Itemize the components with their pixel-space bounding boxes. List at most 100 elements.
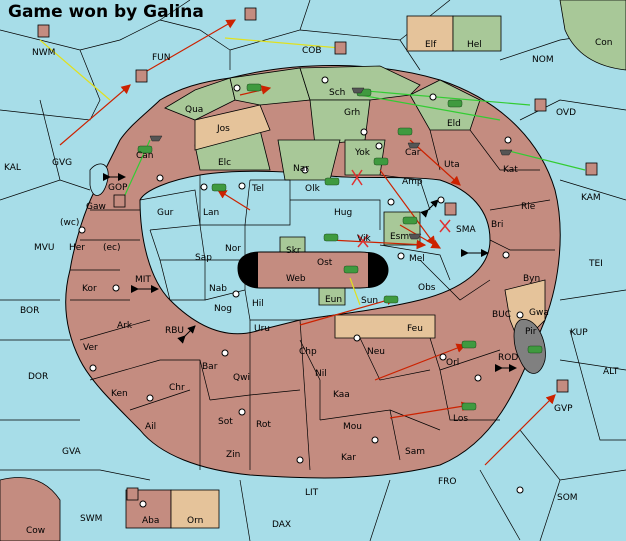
game-result-title: Game won by Galina bbox=[8, 2, 204, 22]
land-label: Chr bbox=[169, 383, 185, 393]
sea-label: NOM bbox=[532, 55, 554, 65]
army-icon bbox=[402, 216, 418, 225]
land-label: Lan bbox=[203, 208, 219, 218]
land-label: Orn bbox=[187, 516, 203, 526]
sea-label: RBU bbox=[165, 326, 184, 336]
land-label: Sap bbox=[195, 253, 212, 263]
army-icon bbox=[461, 340, 477, 349]
sea-label: LIT bbox=[305, 488, 319, 498]
connection-arrows bbox=[103, 173, 517, 372]
dislodged-marks bbox=[351, 169, 451, 248]
fleet-icon bbox=[407, 142, 421, 149]
land-label: Rie bbox=[521, 202, 536, 212]
land-label: SMA bbox=[456, 225, 476, 235]
land-label: Hil bbox=[252, 299, 264, 309]
fleet-units bbox=[149, 87, 513, 240]
retreat-box bbox=[534, 98, 547, 112]
land-label: Orl bbox=[446, 358, 459, 368]
land-label: Chp bbox=[299, 347, 317, 357]
land-label: Gwa bbox=[529, 308, 549, 318]
sea-label: NWM bbox=[32, 48, 55, 58]
land-label: Kor bbox=[82, 284, 97, 294]
retreat-box bbox=[37, 24, 50, 38]
support-orders bbox=[124, 89, 586, 196]
army-icon bbox=[397, 127, 413, 136]
land-label: Con bbox=[595, 38, 613, 48]
land-label: Uta bbox=[444, 160, 460, 170]
capsule-left-end bbox=[238, 252, 258, 288]
supply-centers bbox=[78, 76, 524, 508]
land-label: (wc) bbox=[60, 218, 79, 228]
land-label: Her bbox=[69, 243, 85, 253]
sea-label: BUC bbox=[492, 310, 511, 320]
sea-label: GVG bbox=[52, 158, 72, 168]
land-label: Skr bbox=[286, 246, 301, 256]
land-label: Pir bbox=[525, 327, 537, 337]
sea-label: FRO bbox=[438, 477, 457, 487]
land-label: Kaa bbox=[333, 390, 350, 400]
territory-cow bbox=[0, 477, 61, 541]
land-label: Qwi bbox=[233, 373, 250, 383]
land-label: Nar bbox=[293, 164, 309, 174]
sea-label: DAX bbox=[272, 520, 291, 530]
sea-label: ALT bbox=[603, 367, 619, 377]
sea-label: KAM bbox=[581, 193, 601, 203]
land-label: Kat bbox=[503, 165, 518, 175]
land-label: Eun bbox=[325, 295, 342, 305]
army-icon bbox=[527, 345, 543, 354]
land-label: Sun bbox=[361, 296, 378, 306]
army-icon bbox=[246, 83, 262, 92]
army-icon bbox=[211, 183, 227, 192]
retreat-box bbox=[113, 194, 126, 208]
sea-label: FUN bbox=[152, 53, 171, 63]
sea-label: KUP bbox=[570, 328, 588, 338]
sea-label: MVU bbox=[34, 243, 55, 253]
land-label: Mel bbox=[409, 254, 425, 264]
land-label: Ark bbox=[117, 321, 133, 331]
land-label: Olk bbox=[305, 184, 321, 194]
sea-label: OVD bbox=[556, 108, 576, 118]
land-labels: Elf Hel Con Jos Qua Sch Grh Eld Elc Nar … bbox=[26, 38, 613, 536]
army-icon bbox=[324, 177, 340, 186]
sea-label: SWM bbox=[80, 514, 102, 524]
land-label: Grh bbox=[344, 108, 360, 118]
territory-hel bbox=[452, 15, 502, 52]
sea-label: SOM bbox=[557, 493, 578, 503]
green-regions bbox=[164, 65, 481, 306]
land-label: Nor bbox=[225, 244, 241, 254]
land-label: Sch bbox=[329, 88, 345, 98]
retreat-box bbox=[556, 379, 569, 393]
retreat-box bbox=[444, 202, 457, 216]
land-label: Obs bbox=[418, 283, 436, 293]
land-label: Los bbox=[453, 414, 468, 424]
army-icon bbox=[447, 99, 463, 108]
retreat-markers bbox=[37, 7, 598, 501]
land-label: Web bbox=[286, 274, 306, 284]
land-label: Car bbox=[405, 148, 421, 158]
land-label: Nab bbox=[209, 284, 227, 294]
land-label: Rot bbox=[256, 420, 271, 430]
army-icon bbox=[383, 295, 399, 304]
land-label: Zin bbox=[226, 450, 240, 460]
fleet-icon bbox=[149, 135, 163, 142]
land-label: Ken bbox=[111, 389, 128, 399]
land-label: Kar bbox=[341, 453, 356, 463]
land-label: Nog bbox=[214, 304, 232, 314]
retreat-box bbox=[334, 41, 347, 55]
center-capsule bbox=[237, 251, 389, 289]
capsule-right-end bbox=[368, 252, 388, 288]
land-label: Can bbox=[136, 151, 154, 161]
retreat-box bbox=[585, 162, 598, 176]
land-label: Hel bbox=[467, 40, 482, 50]
convoy-orders bbox=[39, 37, 361, 306]
army-icon bbox=[137, 145, 153, 154]
move-orders bbox=[59, 19, 556, 466]
sea-label: TEI bbox=[588, 259, 603, 269]
land-label: Nil bbox=[315, 369, 327, 379]
army-icon bbox=[461, 402, 477, 411]
sea-label: KAL bbox=[4, 163, 21, 173]
land-label: Elc bbox=[218, 158, 231, 168]
sea-labels: NWM FUN COB NOM OVD KAL GVG KAM MVU TEI … bbox=[4, 46, 619, 530]
